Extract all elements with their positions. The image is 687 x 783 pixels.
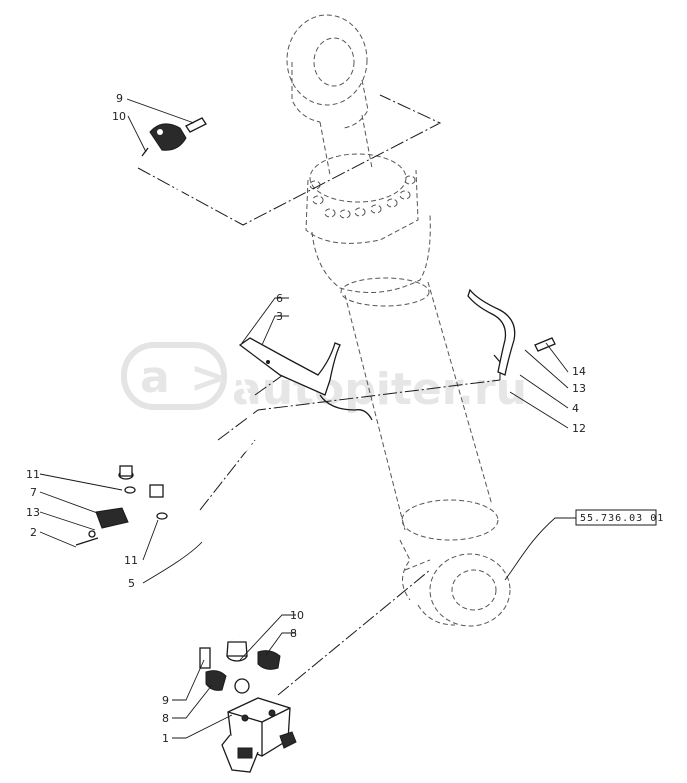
callout-4: 4 bbox=[572, 402, 579, 415]
callout-2: 2 bbox=[30, 526, 37, 539]
small-clamp bbox=[75, 486, 168, 546]
bottom-flange-parts bbox=[199, 647, 281, 694]
callout-9-bot: 9 bbox=[162, 694, 169, 707]
lower-tube bbox=[149, 448, 248, 662]
cylinder-ghost bbox=[286, 14, 511, 627]
callout-5: 5 bbox=[128, 577, 135, 590]
callout-7: 7 bbox=[30, 486, 37, 499]
watermark-logo-arrow: > bbox=[190, 352, 227, 403]
clamp-right bbox=[467, 288, 556, 376]
watermark: a > autopiter.ru bbox=[121, 342, 527, 415]
callout-10-bot: 10 bbox=[290, 609, 304, 622]
clamp-left bbox=[238, 337, 373, 421]
callout-10-top: 10 bbox=[112, 110, 126, 123]
callout-3: 3 bbox=[276, 310, 283, 323]
callout-leaders bbox=[39, 98, 569, 739]
callout-8-right: 8 bbox=[290, 627, 297, 640]
valve-block bbox=[221, 697, 297, 773]
top-flange bbox=[141, 117, 207, 157]
callout-8-left: 8 bbox=[162, 712, 169, 725]
callout-labels: 9 10 6 3 14 13 4 12 11 7 13 2 11 5 10 8 … bbox=[26, 92, 586, 745]
callout-6: 6 bbox=[276, 292, 283, 305]
callout-9-top: 9 bbox=[116, 92, 123, 105]
watermark-logo-glyph: a bbox=[140, 352, 170, 403]
reference-box: 55.736.03 01 bbox=[504, 509, 664, 581]
callout-1: 1 bbox=[162, 732, 169, 745]
callout-14: 14 bbox=[572, 365, 586, 378]
callout-13-right: 13 bbox=[572, 382, 586, 395]
callout-11-mid: 11 bbox=[124, 554, 138, 567]
callout-13-left: 13 bbox=[26, 506, 40, 519]
assembly-lines bbox=[137, 94, 501, 696]
upper-tube bbox=[118, 149, 254, 480]
reference-box-text: 55.736.03 01 bbox=[580, 513, 664, 524]
callout-11-top: 11 bbox=[26, 468, 40, 481]
callout-12: 12 bbox=[572, 422, 586, 435]
